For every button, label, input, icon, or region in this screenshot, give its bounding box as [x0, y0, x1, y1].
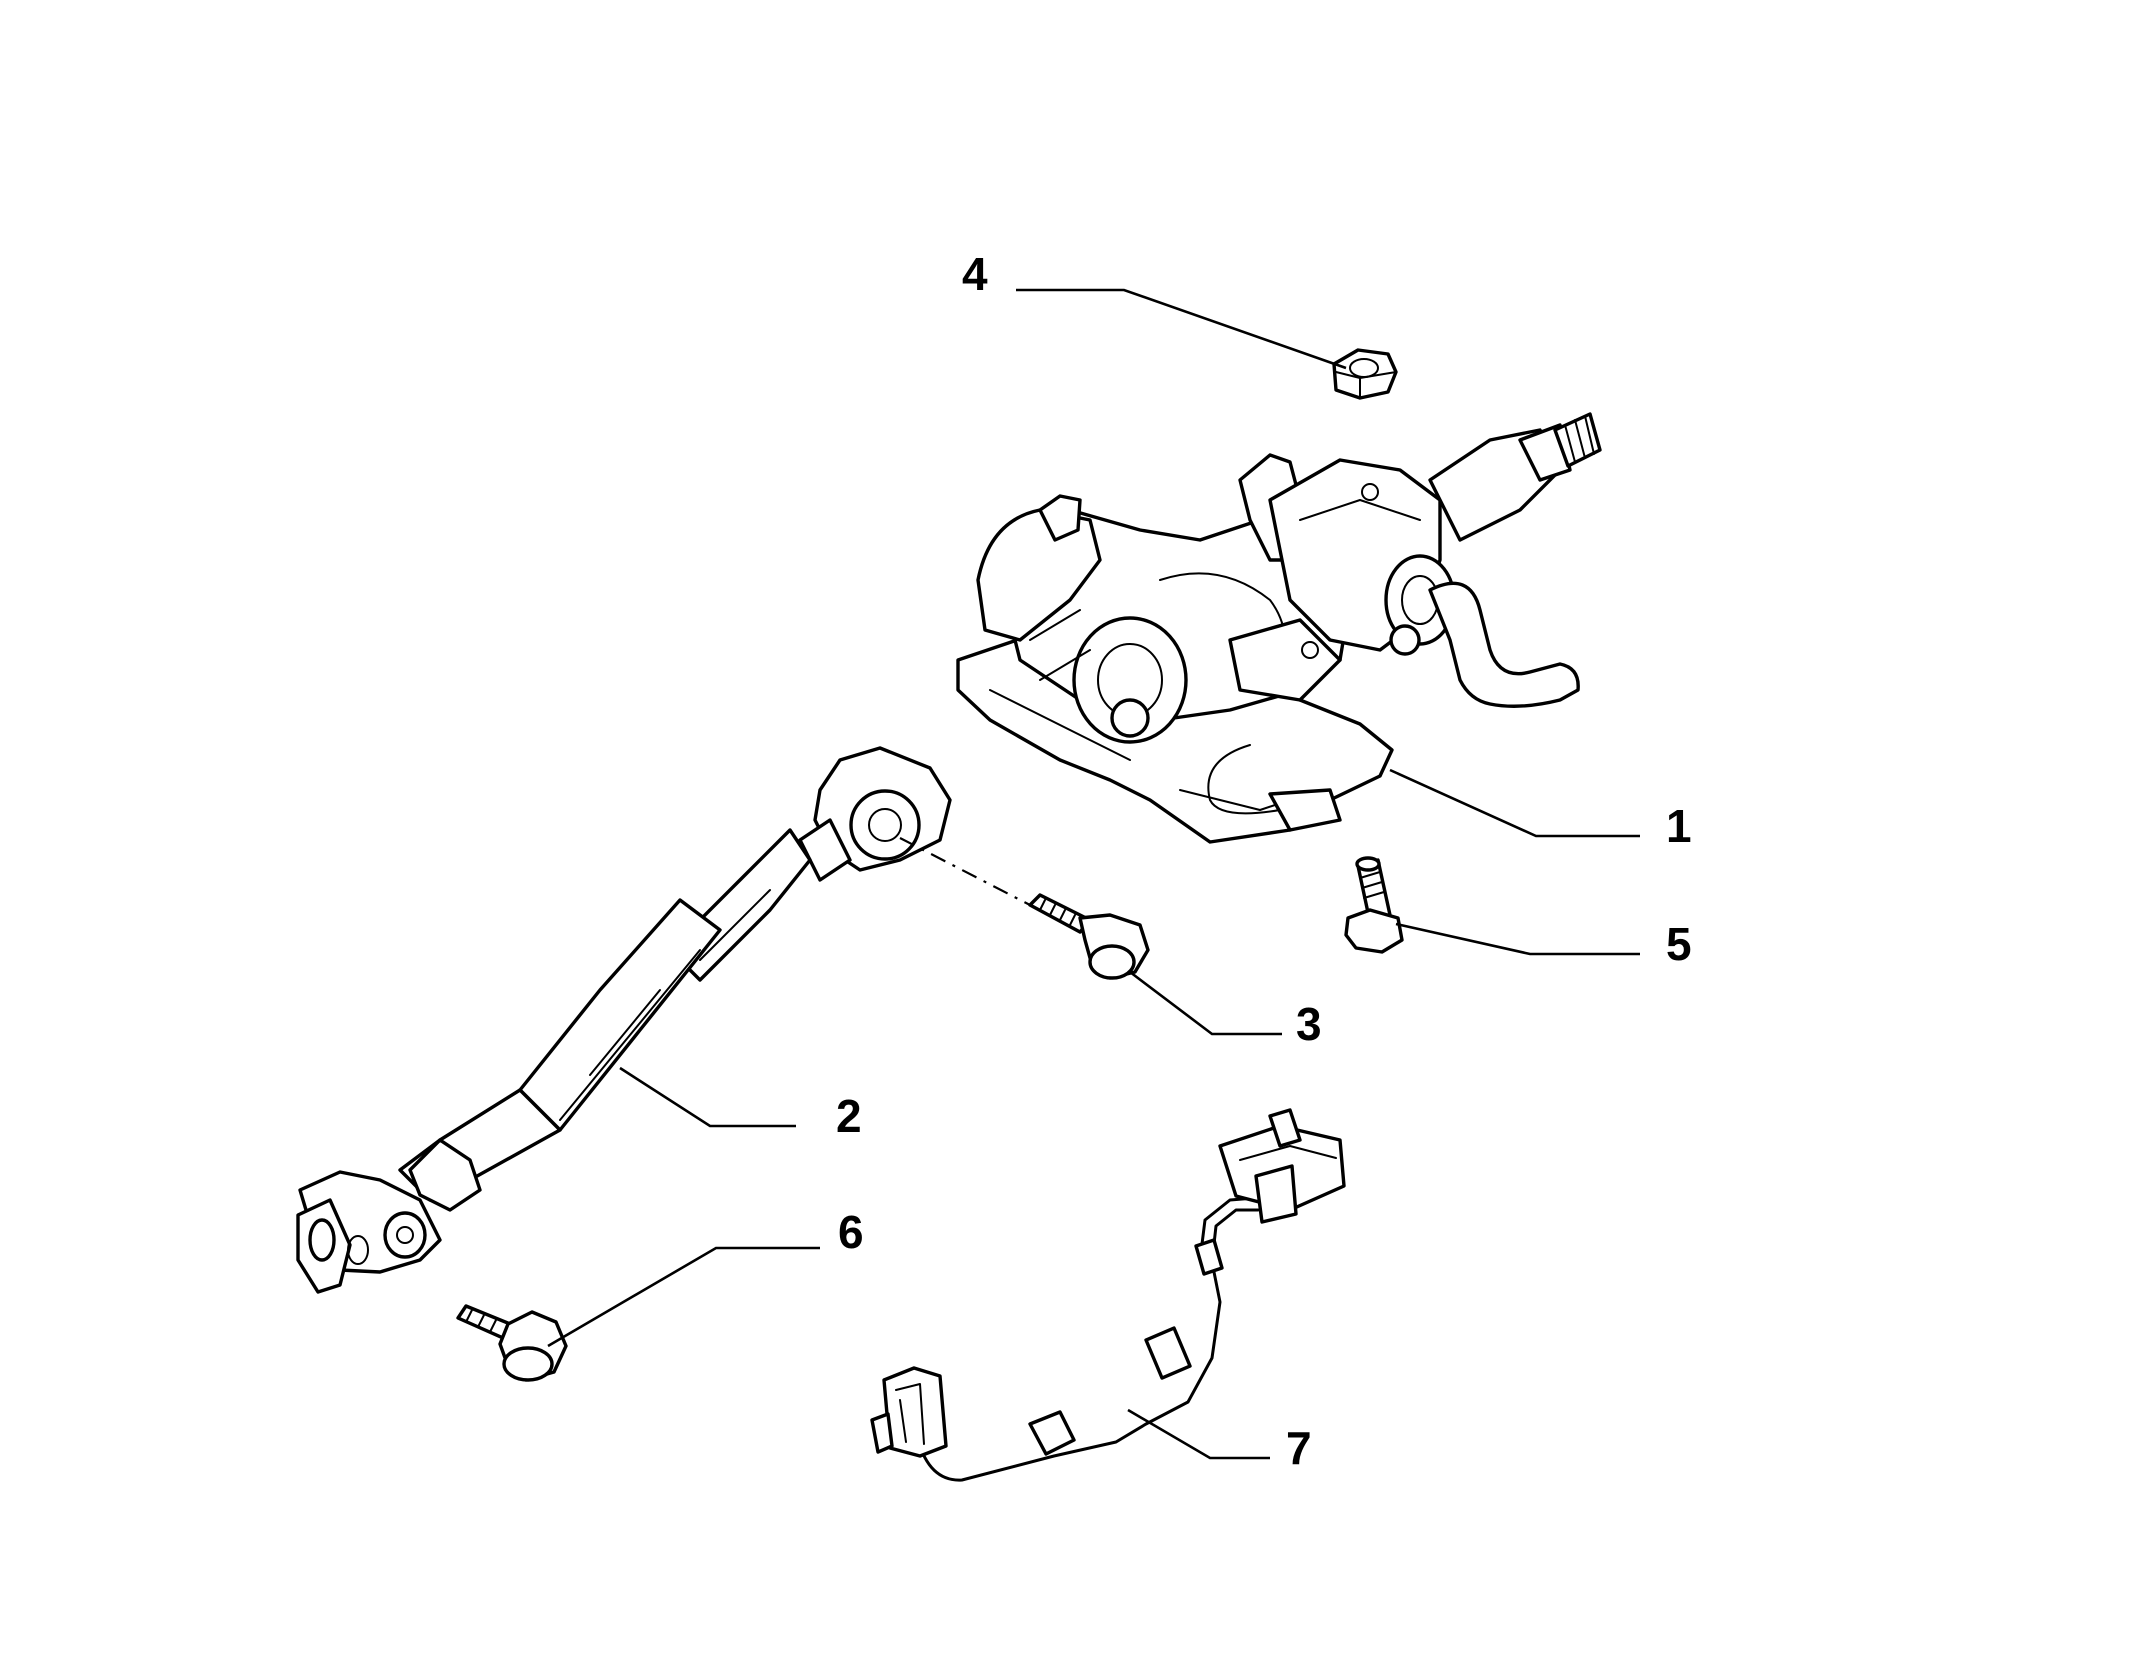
callout-1: 1	[1666, 800, 1692, 852]
part-intermediate-shaft	[296, 746, 952, 1294]
part-bolt-6	[456, 1304, 568, 1382]
leader-3	[1129, 970, 1282, 1036]
callout-5: 5	[1666, 918, 1692, 970]
axis-centerline	[899, 837, 1031, 906]
part-nut-4	[1332, 348, 1398, 400]
callout-leaders	[547, 288, 1640, 1460]
leader-5	[1395, 922, 1640, 956]
callout-6: 6	[838, 1206, 864, 1258]
callout-4: 4	[962, 248, 988, 300]
part-bolt-3	[1028, 893, 1150, 980]
leader-4	[1016, 288, 1347, 370]
callout-3: 3	[1296, 998, 1322, 1050]
callout-labels: 1 2 3 4 5 6 7	[836, 248, 1692, 1474]
callout-2: 2	[836, 1090, 862, 1142]
leader-1	[1389, 768, 1640, 838]
leader-6	[547, 1246, 820, 1348]
part-wiring-harness	[870, 1108, 1346, 1482]
callout-7: 7	[1286, 1422, 1312, 1474]
leader-2	[619, 1066, 796, 1128]
part-bolt-5	[1344, 856, 1404, 954]
part-steering-column	[956, 412, 1602, 844]
leader-7	[1127, 1408, 1270, 1460]
